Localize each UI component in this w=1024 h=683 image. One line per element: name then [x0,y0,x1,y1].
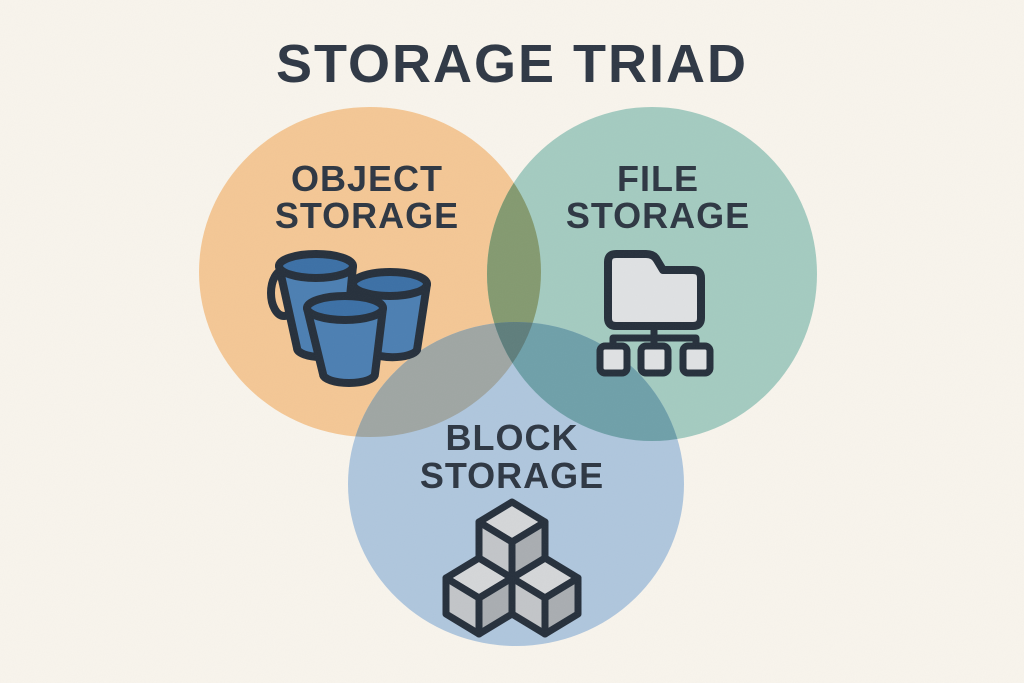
grain-texture [0,0,1024,683]
storage-triad-diagram: STORAGE TRIAD OBJECT STORAGE FILE STORAG… [0,0,1024,683]
diagram-container: STORAGE TRIAD OBJECT STORAGE FILE STORAG… [0,0,1024,683]
